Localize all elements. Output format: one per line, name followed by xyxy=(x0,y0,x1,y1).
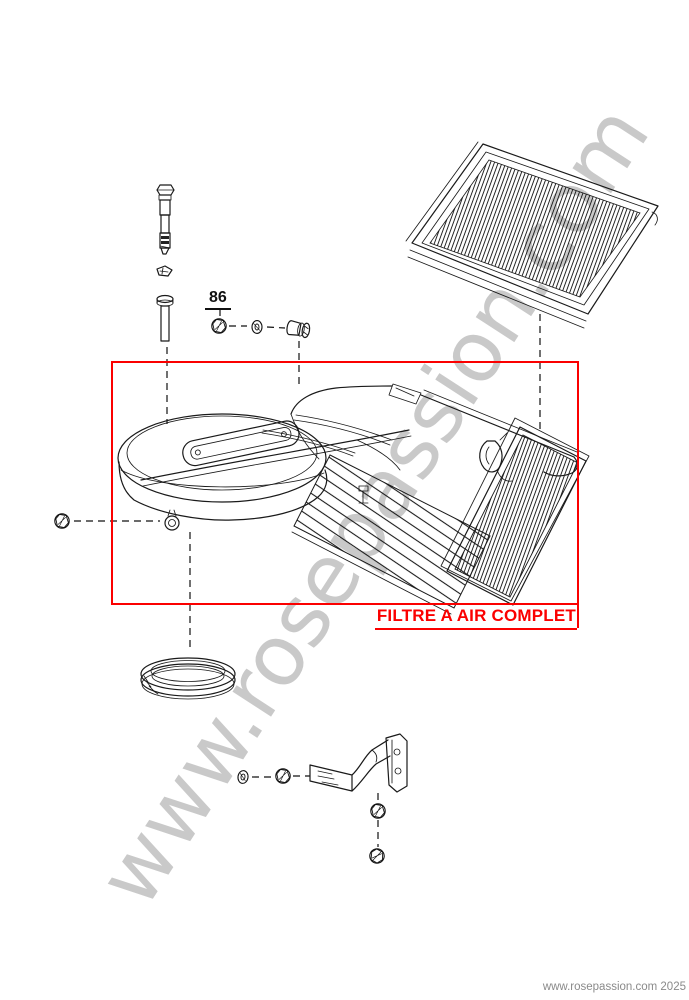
hex-bolt xyxy=(156,184,175,255)
flange-nut xyxy=(54,513,70,529)
drain-plug xyxy=(164,509,180,531)
filter-tray xyxy=(291,417,590,615)
washer xyxy=(251,320,263,334)
air-filter-element xyxy=(405,141,659,329)
part-number-label-86[interactable]: 86 xyxy=(205,289,231,310)
lock-nut-lower xyxy=(367,846,387,866)
hex-nut xyxy=(211,318,227,334)
mounting-bracket xyxy=(309,733,408,793)
assembly-caption[interactable]: FILTRE A AIR COMPLET xyxy=(374,605,577,630)
assembly-highlight-box[interactable] xyxy=(111,361,579,605)
bracket-washer xyxy=(236,769,250,785)
sealing-ring xyxy=(140,657,236,700)
spring-clip xyxy=(156,265,173,277)
stud-screw xyxy=(156,294,174,342)
caption-connector-line xyxy=(577,605,579,628)
footer-credit: www.rosepassion.com 2025 xyxy=(542,981,686,993)
lock-nut-upper xyxy=(370,803,386,819)
bracket-nut xyxy=(275,768,291,784)
plug-fitting xyxy=(286,320,311,339)
